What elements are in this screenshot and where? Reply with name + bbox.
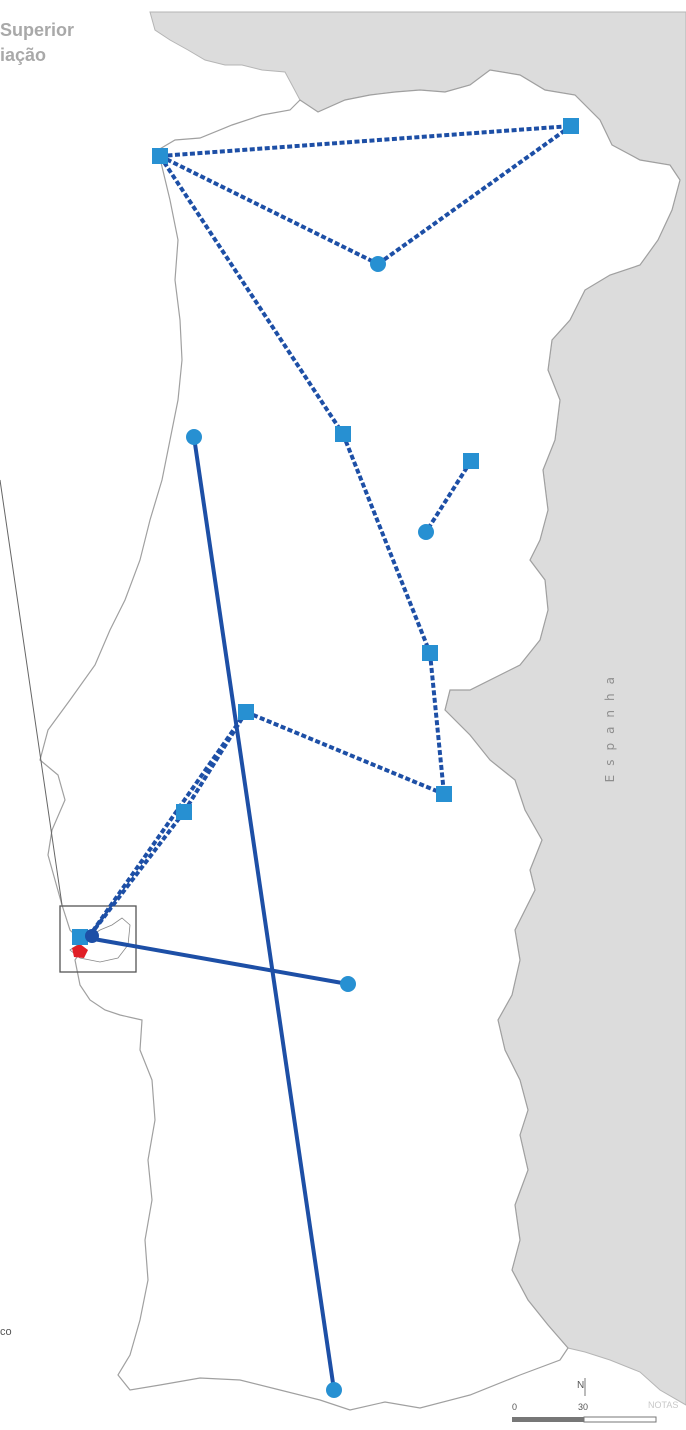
country-label-espanha: Espanha <box>600 668 622 782</box>
link-leiria-lisboa <box>86 810 186 940</box>
node-square-covilha[interactable] <box>463 453 479 469</box>
link-braga-viseu <box>158 154 345 436</box>
square-nodes <box>72 118 579 945</box>
lisbon-highlight-area <box>72 944 88 958</box>
node-square-lisboa[interactable] <box>72 929 88 945</box>
map-title: Superior iação <box>0 18 74 68</box>
link-coimbra-lisboa <box>86 710 248 940</box>
title-line-1: Superior <box>0 20 75 40</box>
scale-tick-start: 0 <box>512 1402 518 1412</box>
solid-links <box>87 436 349 1391</box>
credit-text: NOTAS <box>648 1400 679 1410</box>
link-braga-braganca <box>159 124 572 158</box>
link-braga-vilareal <box>159 154 379 266</box>
link-covilha-seia <box>424 459 473 534</box>
node-square-leiria[interactable] <box>176 804 192 820</box>
scale-bar-filled <box>512 1417 584 1422</box>
country-label-text: Espanha <box>603 668 617 783</box>
scale-tick-mid: 30 <box>578 1402 589 1412</box>
link-lisboa-evora <box>87 936 349 986</box>
node-circle-vilareal[interactable] <box>370 256 386 272</box>
portugal-territory <box>39 69 681 1411</box>
node-square-coimbra[interactable] <box>238 704 254 720</box>
node-square-guarda[interactable] <box>422 645 438 661</box>
link-viseu-guarda <box>341 433 432 654</box>
title-line-2: iação <box>0 45 47 65</box>
circle-nodes <box>85 256 434 1398</box>
node-square-viseu[interactable] <box>335 426 351 442</box>
scale-bar-empty <box>583 1416 657 1423</box>
link-vilareal-braganca <box>376 124 573 266</box>
node-circle-faro[interactable] <box>326 1382 342 1398</box>
node-circle-evora[interactable] <box>340 976 356 992</box>
link-aveiro-faro <box>192 436 336 1391</box>
dashed-links <box>86 124 573 940</box>
node-square-braganca[interactable] <box>563 118 579 134</box>
link-guarda-castelobranco <box>428 652 446 795</box>
north-symbol: N <box>577 1380 585 1391</box>
link-coimbra-castelobranco <box>245 710 445 796</box>
node-circle-seia[interactable] <box>418 524 434 540</box>
node-circle-aveiro[interactable] <box>186 429 202 445</box>
lisbon-inset-box[interactable] <box>59 905 137 973</box>
scale-bar <box>512 1378 657 1423</box>
inset-guide-line <box>0 479 63 906</box>
ocean-label-partial: co <box>0 1326 12 1338</box>
node-square-castelobranco[interactable] <box>436 786 452 802</box>
node-circle-lisboa[interactable] <box>85 929 99 943</box>
node-square-braga[interactable] <box>152 148 168 164</box>
